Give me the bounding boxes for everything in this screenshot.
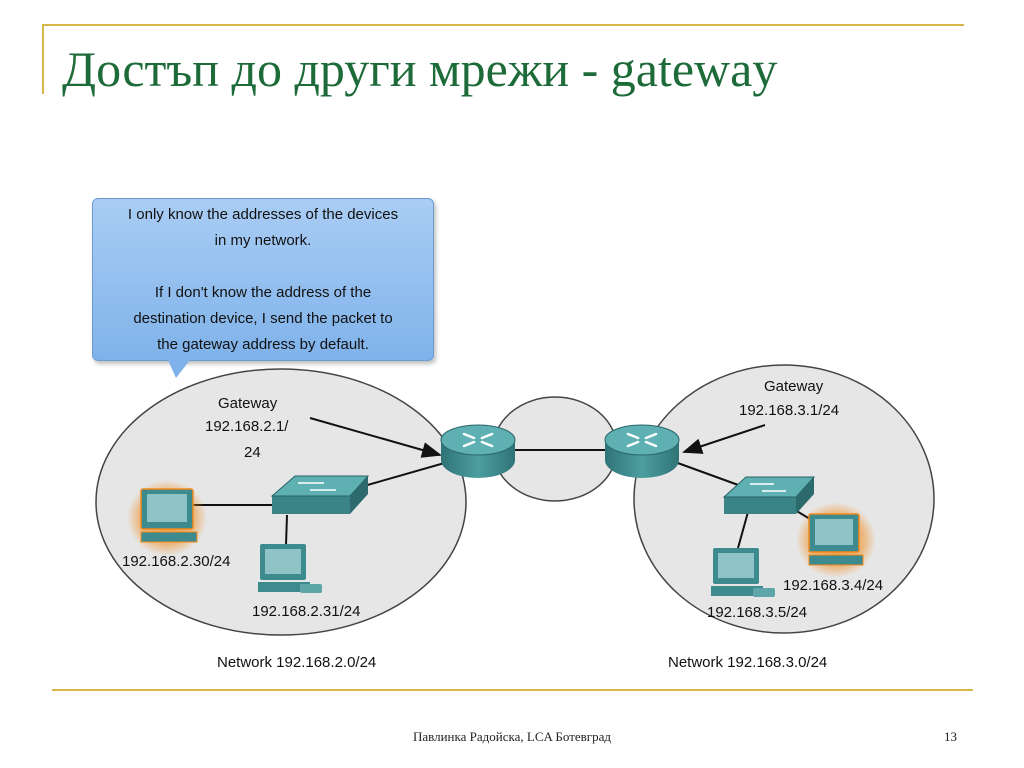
link-right-switch-pc5 [737, 511, 749, 549]
left-pc-31-ip: 192.168.2.31/24 [252, 603, 360, 620]
right-gateway-arrow [682, 424, 766, 454]
slide-title: Достъп до други мрежи - gateway [62, 41, 778, 97]
callout-line-3: If I don't know the address of the [154, 284, 372, 301]
left-gateway-label: Gateway [218, 395, 278, 412]
left-rule [42, 24, 44, 94]
right-network-label: Network 192.168.3.0/24 [668, 654, 827, 671]
bottom-rule [52, 689, 973, 691]
link-left-pc31-switch [285, 514, 288, 546]
gateway-callout: I only know the addresses of the devices… [92, 198, 434, 361]
left-pc-31-icon [258, 544, 322, 593]
right-gateway-label: Gateway [764, 378, 824, 395]
slide-footer: Павлинка Радойска, LCA Ботевград [412, 729, 612, 744]
left-gateway-ip-line1: 192.168.2.1/ [205, 418, 289, 435]
left-switch-icon [270, 475, 370, 514]
right-gateway-ip: 192.168.3.1/24 [739, 402, 839, 419]
left-router-icon [440, 424, 516, 478]
right-pc-4-ip: 192.168.3.4/24 [783, 577, 883, 594]
callout-line-4: destination device, I send the packet to [133, 310, 393, 327]
right-pc-4-icon [796, 502, 876, 578]
left-gateway-arrow [309, 417, 442, 458]
left-pc-30-ip: 192.168.2.30/24 [122, 553, 230, 570]
right-pc-5-ip: 192.168.3.5/24 [707, 604, 807, 621]
callout-line-1: I only know the addresses of the devices [127, 206, 399, 223]
callout-spacer [93, 254, 433, 280]
left-network-label: Network 192.168.2.0/24 [217, 654, 376, 671]
top-rule [42, 24, 964, 26]
right-pc-5-icon [711, 548, 775, 597]
page-number: 13 [944, 729, 957, 744]
right-router-icon [604, 424, 680, 478]
callout-line-5: the gateway address by default. [157, 336, 369, 353]
left-pc-30-icon [127, 480, 207, 556]
callout-tail [168, 360, 190, 378]
right-switch-icon [722, 476, 816, 514]
left-gateway-ip-line2: 24 [244, 444, 261, 461]
callout-line-2: in my network. [214, 232, 312, 249]
